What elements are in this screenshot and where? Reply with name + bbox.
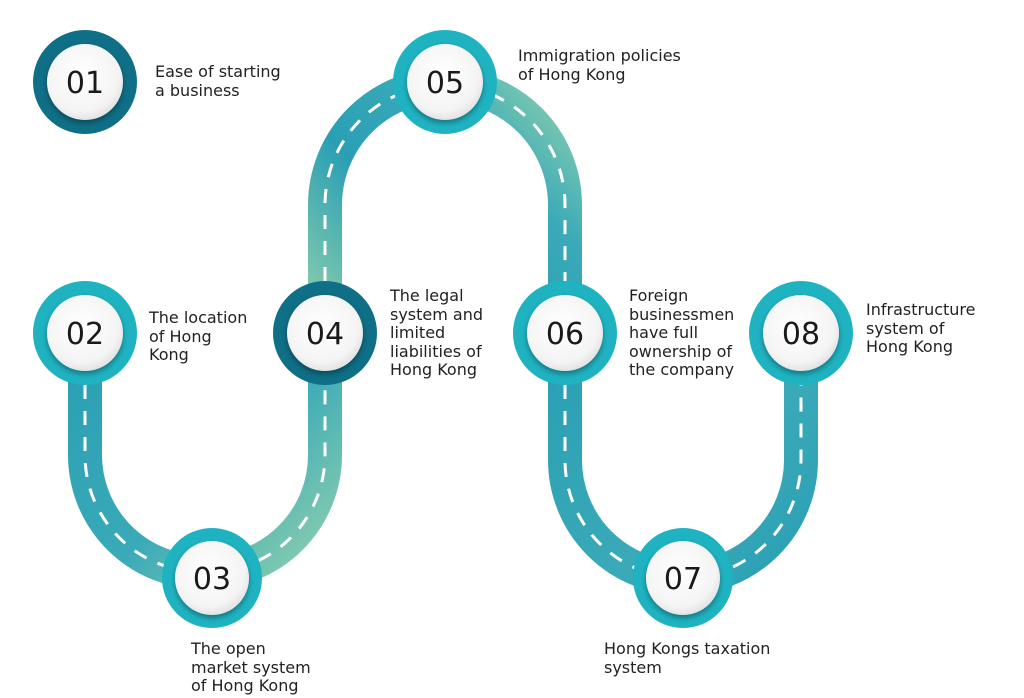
milestone-08: 08 (749, 281, 853, 385)
milestone-06: 06 (513, 281, 617, 385)
milestone-05-label: Immigration policies of Hong Kong (518, 46, 681, 84)
milestone-05-number: 05 (426, 66, 464, 101)
milestone-05: 05 (393, 30, 497, 134)
milestone-01-label: Ease of starting a business (155, 62, 281, 100)
milestone-02-number: 02 (66, 317, 104, 352)
milestone-04-number: 04 (306, 317, 344, 352)
milestone-02-label: The location of Hong Kong (149, 308, 248, 364)
milestone-06-label: Foreign businessmen have full ownership … (629, 286, 735, 379)
milestone-03-number: 03 (193, 562, 231, 597)
milestone-03-label: The open market system of Hong Kong (191, 639, 311, 695)
milestone-07: 07 (633, 528, 733, 628)
milestone-07-number: 07 (664, 562, 702, 597)
milestone-07-label: Hong Kongs taxation system (604, 639, 771, 677)
milestone-08-label: Infrastructure system of Hong Kong (866, 300, 976, 356)
milestone-02: 02 (33, 281, 137, 385)
milestone-04-label: The legal system and limited liabilities… (390, 286, 484, 379)
milestone-03: 03 (162, 528, 262, 628)
milestone-04: 04 (273, 281, 377, 385)
milestone-01-number: 01 (66, 66, 104, 101)
milestone-01: 01 (33, 30, 137, 134)
milestone-06-number: 06 (546, 317, 584, 352)
milestone-08-number: 08 (782, 317, 820, 352)
